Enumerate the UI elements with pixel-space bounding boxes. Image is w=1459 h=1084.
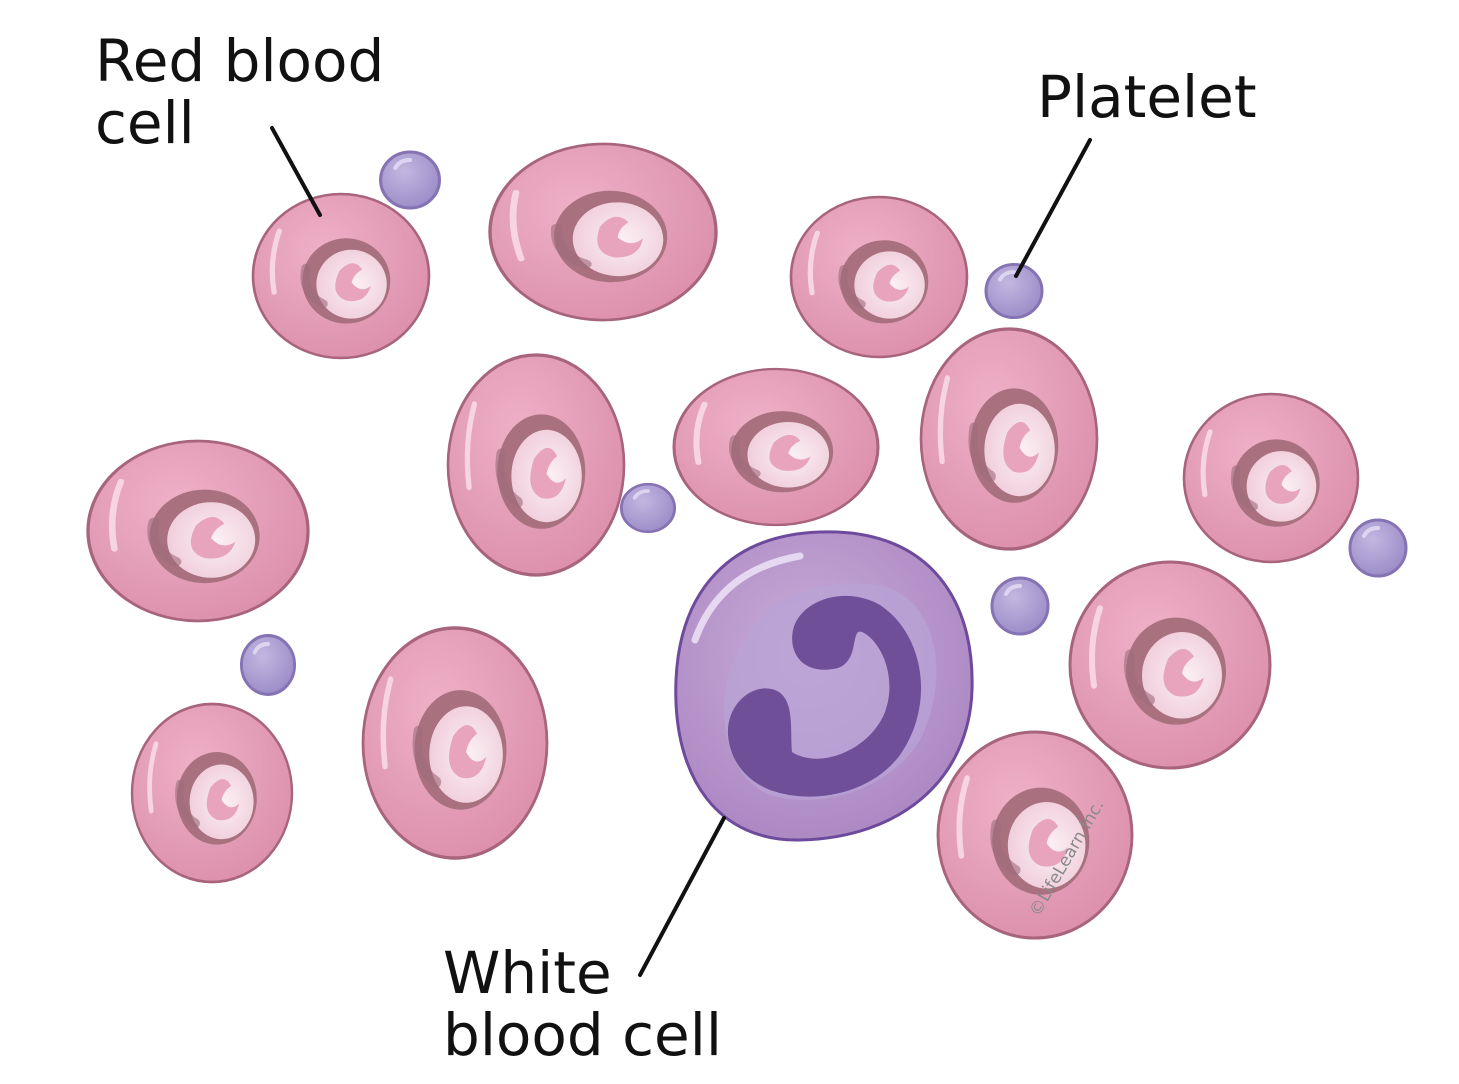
platelet xyxy=(241,636,294,695)
label-platelet-text: Platelet xyxy=(1037,63,1257,131)
label-red-blood-cell: Red blood cell xyxy=(95,30,384,154)
leader-line-platelet xyxy=(1014,138,1092,278)
platelet xyxy=(984,262,1044,320)
wbc-nucleus xyxy=(727,595,922,797)
leader-line-wbc xyxy=(638,816,726,977)
red-blood-cell xyxy=(674,369,878,525)
red-blood-cell xyxy=(448,355,624,575)
platelet xyxy=(619,482,677,534)
label-wbc-line1: White xyxy=(443,939,612,1007)
label-white-blood-cell: White blood cell xyxy=(443,942,722,1066)
red-blood-cell xyxy=(921,329,1097,549)
red-blood-cell xyxy=(88,441,308,621)
red-blood-cell xyxy=(253,194,429,358)
platelet xyxy=(381,152,440,208)
label-platelet: Platelet xyxy=(1037,66,1257,128)
red-blood-cell xyxy=(363,628,547,858)
platelet xyxy=(1348,518,1408,578)
red-blood-cell xyxy=(1184,394,1358,562)
label-wbc-line2: blood cell xyxy=(443,1001,722,1069)
red-blood-cell xyxy=(132,704,292,882)
red-blood-cell xyxy=(475,133,730,332)
white-blood-cell xyxy=(674,530,974,842)
leader-line-rbc xyxy=(270,126,322,217)
label-rbc-line1: Red blood xyxy=(95,27,385,95)
platelet xyxy=(990,576,1050,636)
red-blood-cell xyxy=(791,197,967,357)
red-blood-cell xyxy=(1070,562,1270,768)
label-rbc-line2: cell xyxy=(95,89,195,157)
